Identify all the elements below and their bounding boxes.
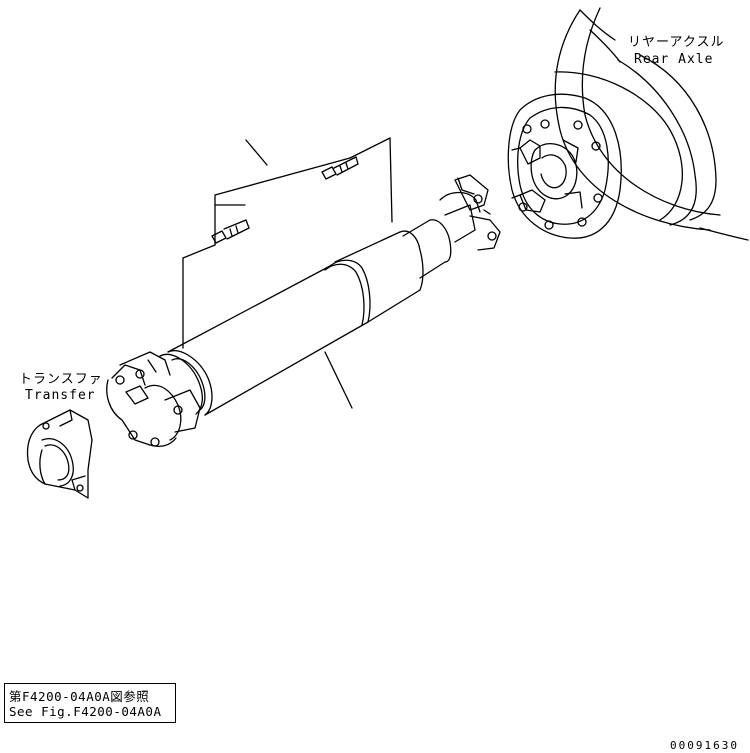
drawing-id: 00091630 — [670, 739, 739, 752]
rear-axle-label-en: Rear Axle — [634, 52, 714, 67]
propeller-shaft — [107, 175, 500, 446]
transfer-label-en: Transfer — [25, 388, 96, 403]
transfer-flange — [28, 410, 93, 498]
reference-box: 第F4200-04A0A図参照 See Fig.F4200-04A0A — [4, 683, 176, 723]
bolt-upper — [322, 157, 358, 179]
bolt-lower — [212, 220, 249, 243]
rear-axle — [508, 8, 748, 240]
bolt-callout-leaders — [183, 138, 392, 408]
transfer-label-jp: トランスファ — [19, 372, 103, 387]
reference-line-en: See Fig.F4200-04A0A — [9, 704, 162, 719]
rear-axle-label-jp: リヤーアクスル — [628, 35, 725, 50]
reference-line-jp: 第F4200-04A0A図参照 — [9, 689, 150, 704]
